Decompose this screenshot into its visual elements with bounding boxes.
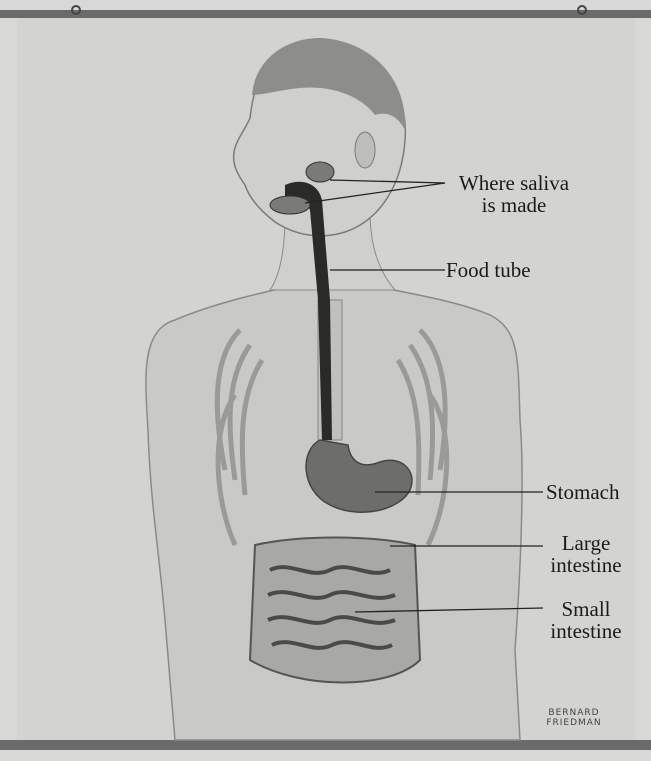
label-stomach-text: Stomach [546, 481, 620, 503]
bottom-roller [0, 740, 651, 750]
label-small-intestine: Small intestine [538, 598, 634, 642]
label-large-line2: intestine [538, 554, 634, 576]
label-food-tube-text: Food tube [446, 259, 531, 281]
label-saliva: Where saliva is made [446, 172, 582, 216]
artist-signature: BERNARD FRIEDMAN [534, 708, 614, 728]
salivary-gland-lower [270, 196, 310, 214]
label-saliva-line2: is made [446, 194, 582, 216]
ear [355, 132, 375, 168]
label-large-line1: Large [538, 532, 634, 554]
label-small-line1: Small [538, 598, 634, 620]
label-large-intestine: Large intestine [538, 532, 634, 576]
salivary-gland-upper [306, 162, 334, 182]
large-intestine [250, 538, 420, 683]
signature-line2: FRIEDMAN [534, 718, 614, 728]
signature-line1: BERNARD [534, 708, 614, 718]
label-small-line2: intestine [538, 620, 634, 642]
top-roller [0, 10, 651, 18]
label-food-tube: Food tube [446, 259, 531, 281]
label-stomach: Stomach [546, 481, 620, 503]
label-saliva-line1: Where saliva [446, 172, 582, 194]
